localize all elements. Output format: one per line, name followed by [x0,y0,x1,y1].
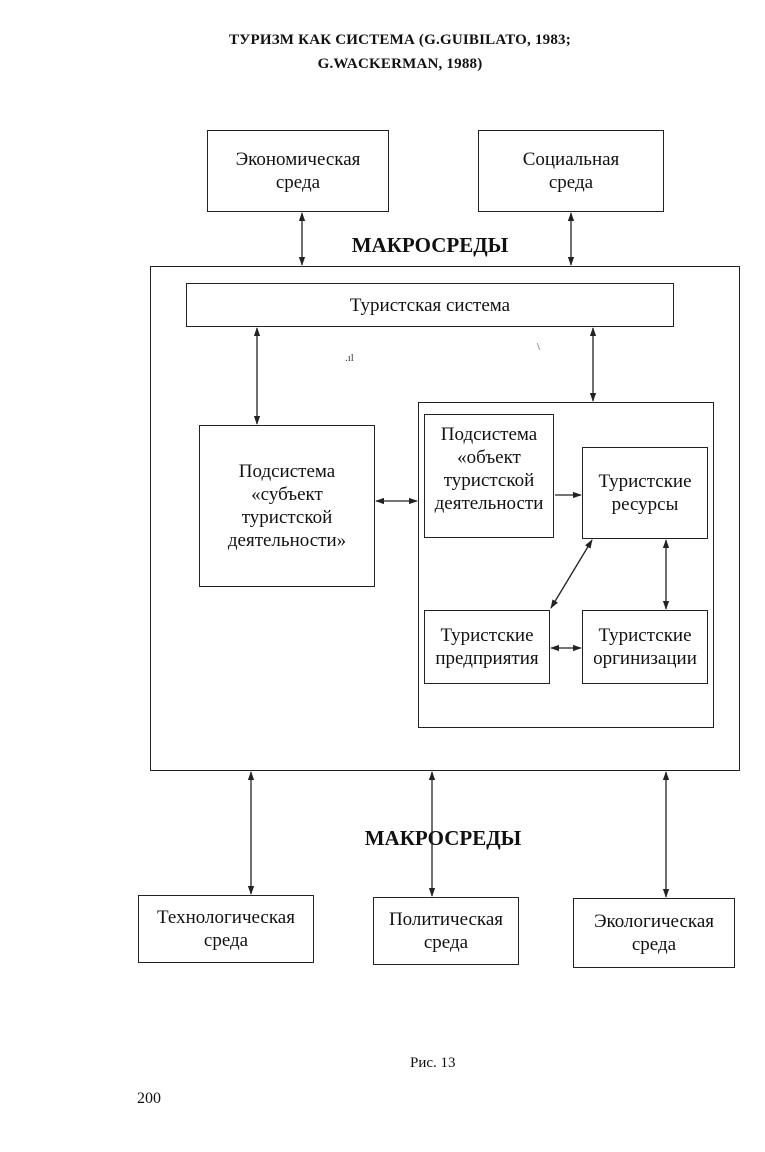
technological-environment-box: Технологическая среда [138,895,314,963]
economic-environment-box: Экономическая среда [207,130,389,212]
political-environment-box: Политическая среда [373,897,519,965]
tourist-enterprises-box: Туристские предприятия [424,610,550,684]
social-environment-box: Социальная среда [478,130,664,212]
outer-system-frame [150,266,740,771]
tourist-resources-box: Туристские ресурсы [582,447,708,539]
tourist-organizations-box: Туристские оргинизации [582,610,708,684]
macro-environments-label-bottom: МАКРОСРЕДЫ [364,826,522,850]
ecological-environment-box: Экологическая среда [573,898,735,968]
figure-caption: Рис. 13 [410,1055,456,1071]
stray-mark: \ [537,341,541,353]
object-subsystem-frame [418,402,714,728]
page-number: 200 [137,1090,161,1107]
diagram-title-line1: ТУРИЗМ КАК СИСТЕМА (G.GUIBILATO, 1983; [229,32,571,48]
stray-mark: .ıl [345,352,354,364]
macro-environments-label-top: МАКРОСРЕДЫ [351,233,509,257]
diagram-title-line2: G.WACKERMAN, 1988) [317,56,483,72]
subject-subsystem-box: Подсистема «субъект туристской деятельно… [199,425,375,587]
object-subsystem-box: Подсистема «объект туристской деятельнос… [424,414,554,538]
arrow-resources-to-enterprises [550,539,593,609]
tourist-system-box: Туристская система [186,283,674,327]
